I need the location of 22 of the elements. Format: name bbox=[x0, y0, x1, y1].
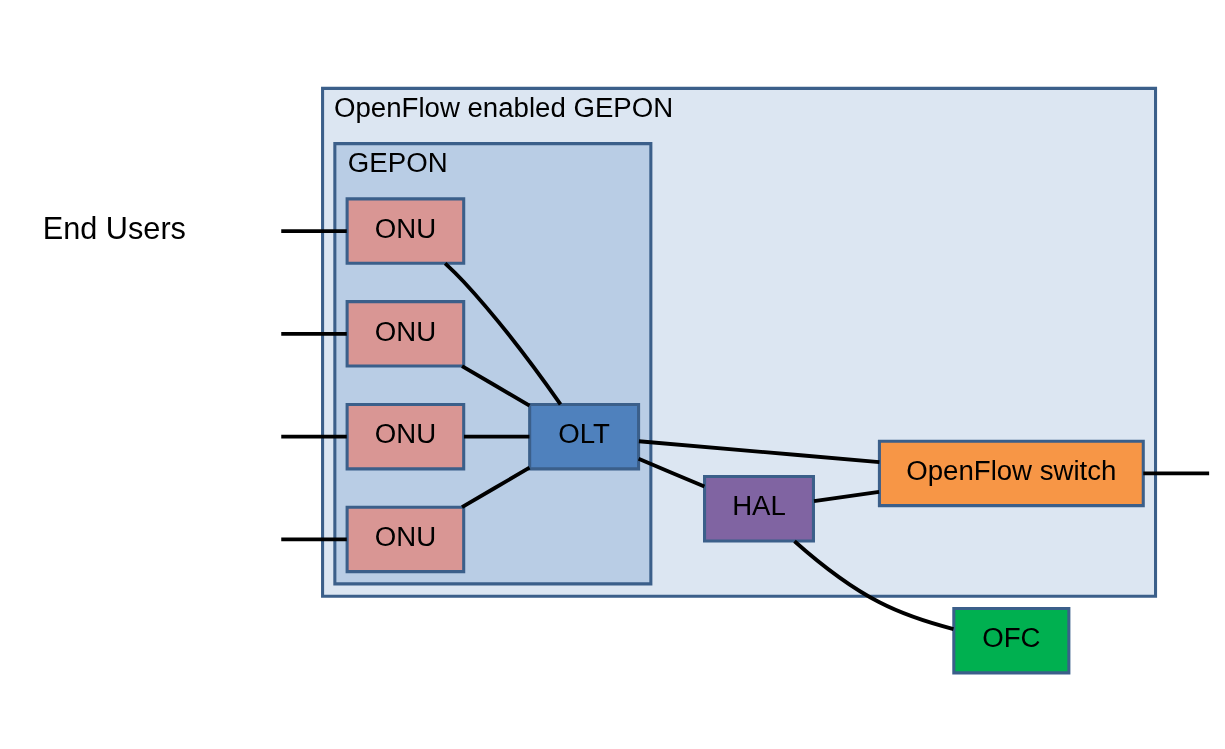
connector bbox=[638, 439, 880, 465]
connector bbox=[461, 364, 531, 408]
node-box: HAL bbox=[703, 474, 815, 543]
connector bbox=[443, 261, 563, 406]
node-box: ONU bbox=[345, 505, 466, 574]
connector bbox=[281, 229, 347, 233]
connector bbox=[463, 434, 530, 439]
connector bbox=[281, 434, 347, 439]
connector bbox=[637, 457, 706, 489]
connector bbox=[813, 490, 880, 504]
node-box: ONU bbox=[345, 197, 466, 265]
node-box: OFC bbox=[952, 606, 1071, 675]
node-box: ONU bbox=[345, 300, 466, 368]
connector bbox=[461, 466, 531, 509]
connector bbox=[793, 539, 954, 631]
node-box: OLT bbox=[528, 402, 641, 471]
connector bbox=[281, 331, 347, 336]
connector bbox=[1143, 471, 1210, 476]
node-box: ONU bbox=[345, 402, 466, 471]
label: End Users bbox=[42, 210, 186, 246]
connector bbox=[281, 537, 347, 542]
node-box: OpenFlow switch bbox=[877, 439, 1145, 508]
